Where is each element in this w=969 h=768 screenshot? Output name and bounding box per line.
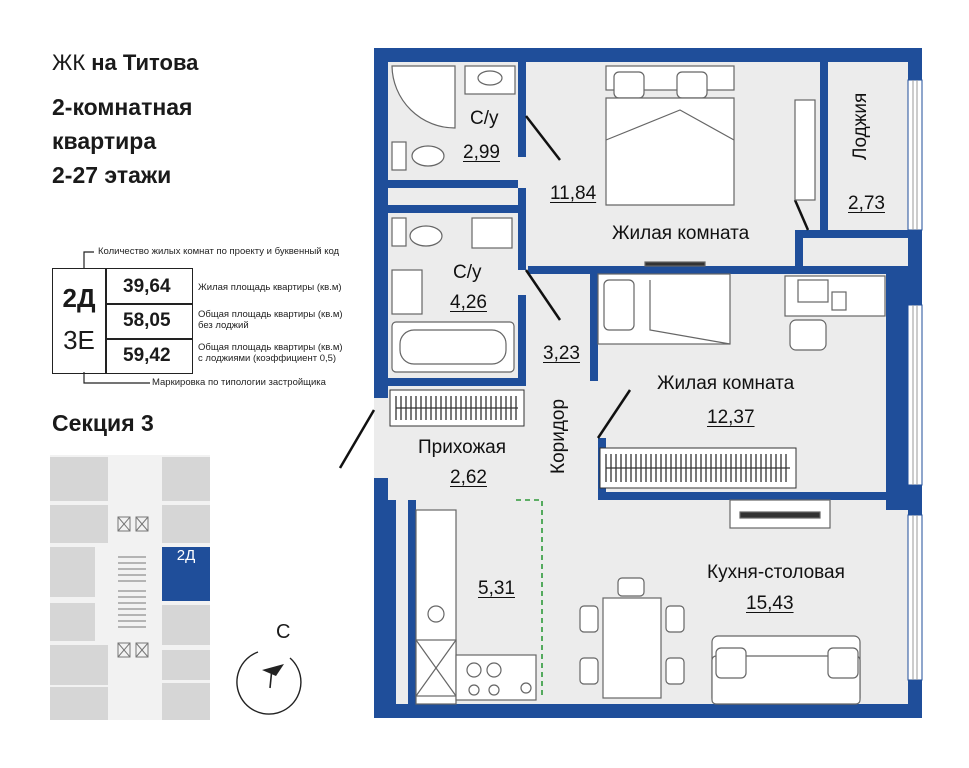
room-kitchen-zone-area: 5,31 (478, 578, 515, 599)
legend-value-total: 58,05 (123, 310, 171, 331)
floors-range: 2-27 этажи (52, 162, 172, 188)
legend-bottom-note: Маркировка по типологии застройщика (152, 377, 326, 388)
legend-desc-total-loggia: Общая площадь квартиры (кв.м)с лоджиями … (198, 342, 343, 364)
legend-value-total-loggia: 59,42 (123, 345, 171, 366)
room-bathroom-1-area: 2,99 (463, 142, 500, 163)
legend-desc-total: Общая площадь квартиры (кв.м)без лоджий (198, 309, 343, 331)
complex-title: ЖК на Титова (52, 50, 198, 76)
room-kitchen-dining-area: 15,43 (746, 593, 794, 614)
compass-north-label: С (276, 621, 291, 643)
legend-desc-living: Жилая площадь квартиры (кв.м) (198, 282, 342, 293)
room-bathroom-1-name: С/у (470, 108, 499, 129)
room-hallway-name: Прихожая (418, 437, 507, 458)
apartment-type-line2: квартира (52, 128, 157, 154)
room-bedroom-1-area: 11,84 (550, 183, 597, 204)
complex-prefix: ЖК (52, 50, 86, 75)
section-unit-label: 2Д (176, 547, 196, 564)
legend-top-note: Количество жилых комнат по проекту и бук… (98, 246, 340, 257)
room-bedroom-2-name: Жилая комната (657, 373, 795, 394)
room-loggia-name: Лоджия (850, 92, 871, 160)
legend-code-letter: 2Д (62, 283, 96, 313)
room-corridor-area: 3,23 (543, 343, 580, 364)
room-loggia-area: 2,73 (848, 193, 885, 214)
section-unit-highlight (162, 547, 210, 601)
section-scheme (50, 455, 210, 720)
compass-icon (236, 651, 302, 715)
room-bedroom-2-area: 12,37 (707, 407, 755, 428)
room-corridor-name: Коридор (548, 398, 569, 474)
room-bedroom-1-name: Жилая комната (612, 223, 750, 244)
room-bathroom-2-name: С/у (453, 262, 482, 283)
apartment-type-line1: 2-комнатная (52, 94, 193, 120)
room-hallway-area: 2,62 (450, 467, 487, 488)
room-kitchen-dining-name: Кухня-столовая (707, 562, 845, 583)
room-bathroom-2-area: 4,26 (450, 292, 487, 313)
complex-name: на Титова (91, 50, 199, 75)
legend-value-living: 39,64 (123, 276, 171, 297)
section-title: Секция 3 (52, 410, 154, 436)
legend-code-type: 3Е (63, 325, 95, 355)
legend-table: 2Д 3Е 39,64 58,05 59,42 (52, 268, 193, 374)
